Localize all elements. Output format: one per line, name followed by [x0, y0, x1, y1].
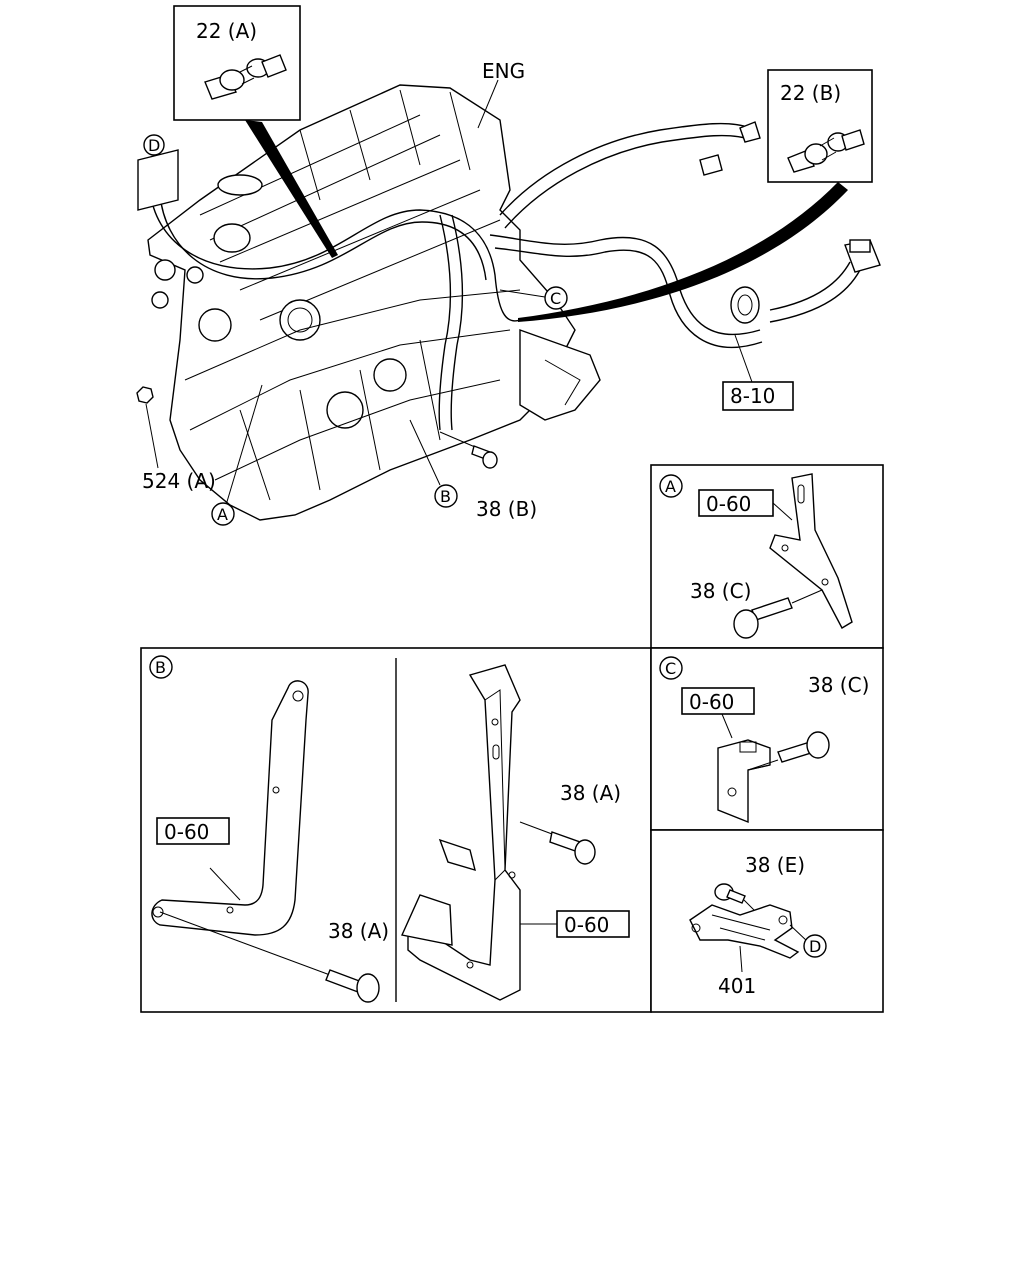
bolt-38b: 38 (B): [439, 431, 537, 521]
detail-box-22b: 22 (B): [767, 69, 873, 183]
label-0-60-a: 0-60: [706, 492, 751, 516]
svg-text:C: C: [550, 289, 561, 308]
svg-text:38 (B): 38 (B): [476, 497, 537, 521]
label-eng: ENG: [482, 59, 525, 83]
callout-d-panel: D: [809, 937, 821, 956]
reference-8-10: 8-10: [722, 334, 794, 411]
panel-d: 38 (E) D 401: [650, 829, 884, 1013]
bolt-38a-left: [325, 969, 380, 1003]
svg-text:8-10: 8-10: [730, 384, 775, 408]
svg-text:38 (C): 38 (C): [808, 673, 869, 697]
svg-text:A: A: [665, 477, 676, 496]
panel-b: B 0-60 38 (A) 38 (A): [140, 647, 652, 1013]
bolt-38c-panel-a: [733, 589, 823, 639]
label-22b: 22 (B): [780, 81, 841, 105]
svg-text:524 (A): 524 (A): [142, 469, 216, 493]
svg-text:C: C: [665, 659, 676, 678]
callout-a-engine: A: [211, 384, 263, 526]
svg-text:38 (A): 38 (A): [328, 919, 389, 943]
svg-text:A: A: [217, 505, 228, 524]
svg-text:B: B: [155, 658, 166, 677]
svg-text:38 (A): 38 (A): [560, 781, 621, 805]
bolt-38a-right: [519, 821, 596, 865]
callout-d-tag: D: [137, 134, 179, 211]
label-0-60-c: 0-60: [689, 690, 734, 714]
label-0-60-b-left: 0-60: [164, 820, 209, 844]
engine-assembly: [147, 79, 881, 521]
panel-a: A 0-60 38 (C): [650, 464, 884, 649]
callout-d-top: D: [148, 136, 160, 155]
pointer-22b: [518, 182, 848, 322]
nut-524a: 524 (A): [136, 386, 216, 493]
callout-b-engine: B: [409, 419, 458, 508]
detail-box-22a: 22 (A): [173, 5, 301, 121]
svg-text:38 (C): 38 (C): [690, 579, 751, 603]
panel-c: C 0-60 38 (C): [650, 647, 884, 831]
label-0-60-b-right: 0-60: [564, 913, 609, 937]
svg-text:B: B: [440, 487, 451, 506]
clip-22a-icon: [204, 54, 287, 100]
callout-c-engine: C: [499, 286, 568, 310]
svg-text:38 (E): 38 (E): [745, 853, 805, 877]
clip-22b-icon: [787, 129, 865, 173]
svg-text:401: 401: [718, 974, 756, 998]
label-22a: 22 (A): [196, 19, 257, 43]
bolt-38c-panel-c: [747, 731, 830, 771]
bolt-38e: [714, 883, 761, 917]
pointer-22a: [245, 120, 338, 258]
